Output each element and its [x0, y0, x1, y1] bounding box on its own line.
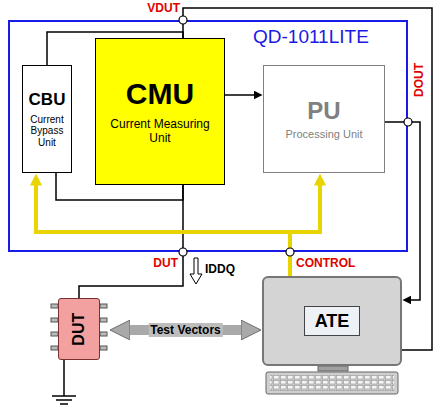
- unit-name: QD-1011LITE: [253, 26, 369, 48]
- signal-name: DOUT: [412, 63, 426, 97]
- signal-name: VDUT: [136, 1, 180, 15]
- processing-unit-box: PU Processing Unit: [263, 65, 385, 173]
- current-arrow: [190, 258, 202, 284]
- unit-name: CMU: [126, 77, 194, 112]
- dut-chip: DUT: [58, 298, 100, 360]
- unit-description: Processing Unit: [285, 128, 362, 141]
- ate-monitor: ATE: [262, 276, 402, 366]
- bypass-unit-box: CBU Current Bypass Unit: [22, 65, 72, 173]
- vdut-stub: [182, 20, 184, 38]
- signal-arrow: [225, 94, 254, 96]
- unit-description: Current Bypass Unit: [26, 114, 68, 149]
- unit-description: Current Measuring Unit: [99, 118, 221, 146]
- terminal-dout: [404, 118, 412, 126]
- measuring-unit-box: CMU Current Measuring Unit: [95, 38, 225, 185]
- terminal-dut: [179, 248, 187, 256]
- device-housing: QD-1011LITE CBU Current Bypass Unit CMU Curr…: [8, 20, 408, 252]
- unit-name: ATE: [304, 306, 361, 337]
- signal-arrow: [385, 122, 420, 300]
- edge-label: Test Vectors: [148, 323, 222, 337]
- ground-symbol: [52, 360, 76, 404]
- wire: [79, 185, 183, 298]
- signal-name: CONTROL: [296, 256, 355, 270]
- unit-name: PU: [307, 97, 340, 125]
- keyboard-body: [266, 372, 398, 394]
- unit-name: CBU: [29, 90, 66, 110]
- terminal-control: [286, 248, 294, 256]
- unit-name: DUT: [70, 313, 88, 346]
- signal-arrow: [36, 185, 290, 276]
- monitor-stand: [318, 366, 348, 371]
- signal-name: DUT: [144, 256, 178, 270]
- current-name: IDDQ: [205, 262, 235, 276]
- keyboard-keys: [270, 375, 394, 391]
